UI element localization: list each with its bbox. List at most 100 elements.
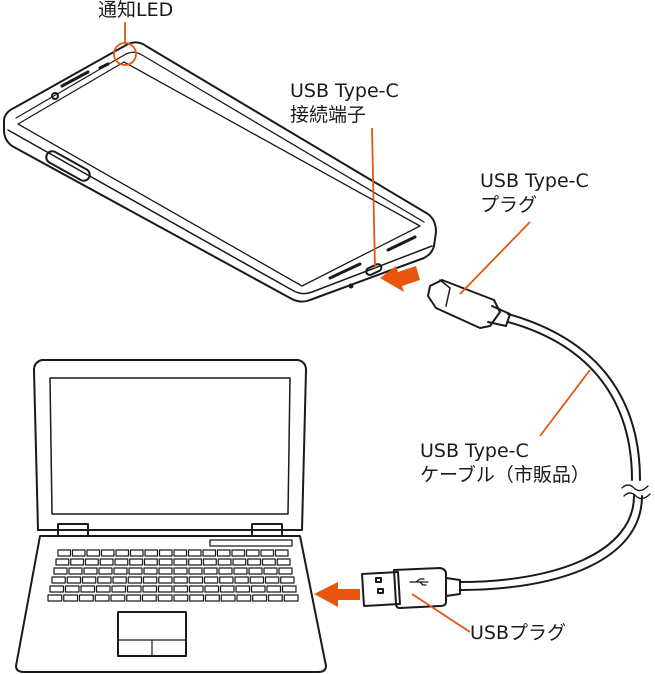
keyboard-key	[100, 549, 115, 557]
keyboard	[47, 549, 299, 602]
phone-screen	[17, 61, 421, 287]
arrow-icon	[380, 266, 420, 292]
leader-lines	[113, 22, 591, 633]
keyboard-key	[202, 549, 217, 557]
keyboard-key	[115, 549, 130, 557]
keyboard-key	[261, 558, 276, 566]
keyboard-key	[80, 585, 96, 593]
keyboard-key	[236, 594, 252, 602]
keyboard-key	[86, 549, 101, 557]
keyboard-key	[231, 549, 246, 557]
usb-c-plug	[427, 279, 501, 329]
label-port-line2: 接続端子	[290, 104, 367, 126]
keyboard-key	[188, 567, 203, 575]
keyboard-key	[187, 549, 202, 557]
usb-trident-icon	[409, 578, 429, 586]
label-plug-line1: USB Type-C	[480, 170, 589, 192]
keyboard-key	[127, 576, 143, 584]
keyboard-key	[204, 594, 220, 602]
keyboard-key	[129, 558, 144, 566]
keyboard-key	[218, 567, 233, 575]
keyboard-key	[203, 567, 218, 575]
keyboard-key	[281, 585, 297, 593]
side-button	[45, 150, 91, 182]
keyboard-key	[68, 567, 83, 575]
keyboard-key	[216, 549, 231, 557]
keyboard-key	[158, 567, 173, 575]
keyboard-key	[158, 549, 173, 557]
keyboard-key	[245, 549, 260, 557]
label-plug-line2: プラグ	[480, 194, 538, 216]
keyboard-key	[64, 585, 80, 593]
usb-c-port	[365, 263, 383, 276]
keyboard-key	[267, 594, 283, 602]
laptop-lid	[33, 359, 307, 531]
keyboard-key	[49, 585, 65, 593]
keyboard-key	[114, 558, 129, 566]
keyboard-key	[235, 585, 251, 593]
keyboard-key	[274, 549, 289, 557]
keyboard-key	[112, 576, 127, 584]
keyboard-key	[173, 585, 189, 593]
keyboard-key	[157, 594, 173, 602]
keyboard-key	[188, 585, 204, 593]
keyboard-key	[95, 585, 111, 593]
keyboard-key	[83, 567, 98, 575]
keyboard-key	[113, 567, 128, 575]
keyboard-key	[249, 576, 265, 584]
keyboard-key	[283, 594, 299, 602]
keyboard-key	[84, 558, 99, 566]
keyboard-key	[142, 585, 158, 593]
keyboard-key	[203, 576, 219, 584]
keyboard-key	[173, 549, 188, 557]
keyboard-key	[141, 594, 157, 602]
keyboard-key	[252, 594, 268, 602]
keyboard-key	[260, 549, 275, 557]
keyboard-key	[53, 567, 68, 575]
keyboard-key	[63, 594, 79, 602]
keyboard-key	[173, 558, 188, 566]
keyboard-key	[204, 585, 220, 593]
keyboard-key	[78, 594, 94, 602]
keyboard-key	[57, 549, 72, 557]
keyboard-key	[99, 558, 114, 566]
laptop-base	[15, 535, 327, 673]
arrow-icon	[314, 582, 360, 607]
keyboard-key	[219, 576, 234, 584]
keyboard-key	[47, 594, 63, 602]
keyboard-key	[280, 576, 295, 584]
keyboard-key	[126, 594, 142, 602]
label-cable-line2: ケーブル（市販品）	[420, 464, 590, 486]
keyboard-key	[128, 567, 143, 575]
keyboard-key	[94, 594, 110, 602]
keyboard-key	[126, 585, 142, 593]
keyboard-key	[71, 549, 86, 557]
keyboard-key	[66, 576, 82, 584]
keyboard-key	[173, 567, 188, 575]
keyboard-key	[144, 549, 159, 557]
keyboard-key	[188, 558, 203, 566]
keyboard-key	[232, 558, 247, 566]
keyboard-key	[70, 558, 85, 566]
smartphone	[3, 41, 437, 303]
keyboard-key	[276, 558, 291, 566]
keyboard-key	[220, 594, 236, 602]
keyboard-key	[278, 567, 293, 575]
keyboard-key	[110, 594, 126, 602]
keyboard-key	[264, 576, 280, 584]
keyboard-key	[158, 558, 173, 566]
keyboard-key	[266, 585, 282, 593]
usb-a-plug	[361, 571, 401, 607]
keyboard-key	[157, 585, 173, 593]
front-camera	[51, 92, 59, 100]
keyboard-key	[233, 567, 248, 575]
laptop-screen	[49, 377, 291, 515]
keyboard-key	[263, 567, 278, 575]
label-usb-plug: USBプラグ	[470, 622, 567, 644]
keyboard-key	[51, 576, 66, 584]
label-cable-line1: USB Type-C	[420, 440, 529, 462]
keyboard-key	[98, 567, 113, 575]
keyboard-key	[142, 576, 158, 584]
keyboard-key	[97, 576, 112, 584]
